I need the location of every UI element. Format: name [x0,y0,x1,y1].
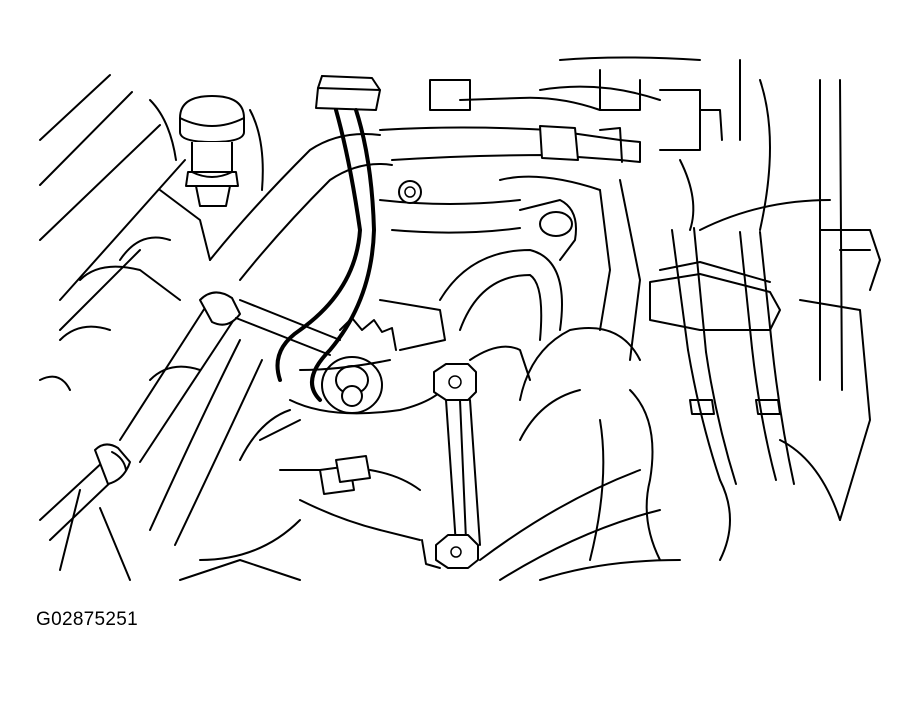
large-hose [149,133,393,546]
harness-connector [275,75,381,402]
left-diagonal-lines [39,74,186,331]
center-bolt-assembly [289,299,451,415]
bracket-bolt [421,363,481,569]
upper-tube [379,125,641,234]
intake-pipes [439,175,641,441]
right-engine-components [589,79,881,561]
ignition-wires [649,79,831,485]
lower-connectors [179,409,681,581]
engine-compartment-illustration [39,56,881,581]
figure-code: G02875251 [36,609,139,630]
upper-frame [429,56,741,151]
fluid-reservoir [149,95,264,207]
strut-rod [39,291,341,581]
engine-block-left [39,189,211,391]
